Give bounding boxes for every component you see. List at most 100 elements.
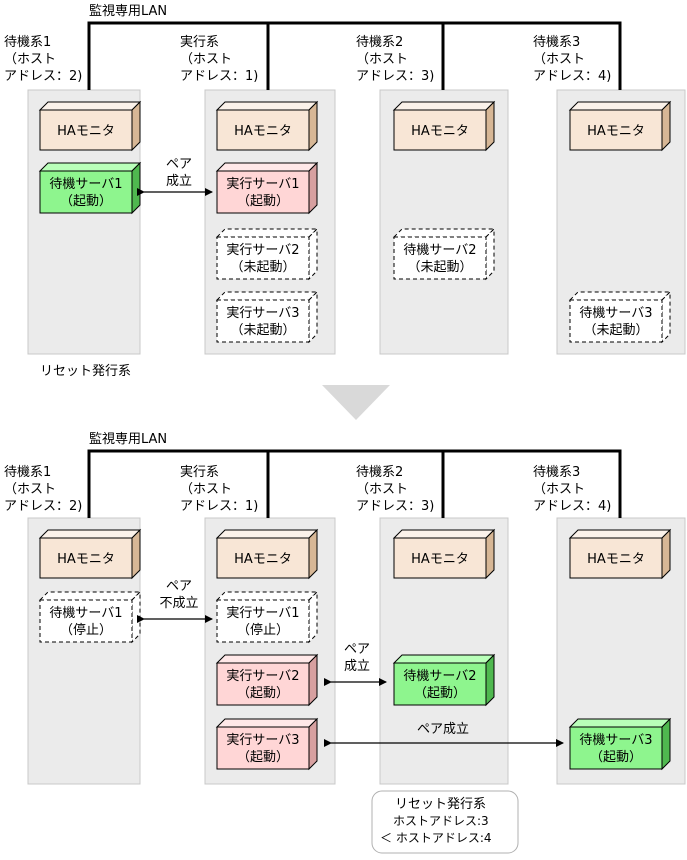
svg-text:実行系: 実行系 [180, 34, 219, 50]
svg-text:ペア: ペア [166, 157, 192, 172]
svg-text:待機系1: 待機系1 [4, 465, 51, 480]
transition-arrow [322, 385, 390, 420]
svg-text:（未起動）: （未起動） [230, 260, 295, 275]
bottom-host-label-standby1: 待機系1 （ホスト アドレス：2) [4, 465, 82, 514]
svg-text:不成立: 不成立 [159, 596, 198, 611]
svg-text:アドレス：2): アドレス：2) [4, 69, 82, 84]
top-ha-monitor-active: HAモニタ [215, 100, 319, 152]
svg-text:HAモニタ: HAモニタ [234, 552, 292, 567]
svg-text:（ホスト: （ホスト [4, 52, 56, 67]
top-ha-monitor-standby1: HAモニタ [38, 100, 142, 152]
top-host-label-standby1: 待機系1 （ホスト アドレス：2) [4, 35, 82, 84]
svg-text:（ホスト: （ホスト [356, 52, 408, 67]
top-standby-server-2: 待機サーバ2 （未起動） [392, 227, 496, 281]
svg-text:（ホスト: （ホスト [533, 482, 585, 497]
svg-text:HAモニタ: HAモニタ [57, 552, 115, 567]
bottom-ha-monitor-standby2: HAモニタ [392, 528, 496, 580]
svg-text:（未起動）: （未起動） [583, 323, 648, 338]
bottom-diagram: 監視専用LAN 待機系1 （ホスト アドレス：2) 実行系 （ホスト アドレス：… [4, 431, 686, 854]
top-host-label-standby2: 待機系2 （ホスト アドレス：3) [356, 35, 434, 84]
svg-text:HAモニタ: HAモニタ [411, 124, 469, 139]
svg-text:ペア: ペア [166, 579, 192, 594]
bottom-active-server-2: 実行サーバ2 （起動） [215, 653, 319, 707]
top-active-server-2: 実行サーバ2 （未起動） [215, 227, 319, 281]
svg-text:HAモニタ: HAモニタ [411, 552, 469, 567]
svg-text:（未起動）: （未起動） [407, 260, 472, 275]
svg-text:（停止）: （停止） [237, 622, 289, 638]
bottom-active-server-1: 実行サーバ1 （停止） [215, 590, 319, 644]
svg-text:待機サーバ2: 待機サーバ2 [403, 669, 476, 684]
bottom-ha-monitor-standby3: HAモニタ [568, 528, 672, 580]
top-ha-monitor-standby3: HAモニタ [568, 100, 672, 152]
svg-text:（起動）: （起動） [590, 750, 642, 765]
svg-text:リセット発行系: リセット発行系 [395, 797, 486, 812]
bottom-pair-fail-arrow: ペア 不成立 [137, 579, 213, 623]
top-standby-server-1: 待機サーバ1 （起動） [38, 161, 142, 215]
svg-text:＜ ホストアドレス:4: ＜ ホストアドレス:4 [380, 831, 492, 845]
svg-text:（未起動）: （未起動） [230, 323, 295, 338]
svg-text:（起動）: （起動） [237, 194, 289, 209]
svg-text:実行サーバ2: 実行サーバ2 [226, 242, 299, 258]
top-pair-arrow: ペア 成立 [137, 157, 213, 196]
top-active-server-1: 実行サーバ1 （起動） [215, 161, 319, 215]
svg-text:待機系1: 待機系1 [4, 35, 51, 50]
svg-text:ペア成立: ペア成立 [417, 722, 469, 737]
top-host-label-active: 実行系 （ホスト アドレス：1) [180, 34, 258, 84]
svg-text:（ホスト: （ホスト [356, 482, 408, 497]
svg-text:実行系: 実行系 [180, 464, 219, 480]
bottom-active-server-3: 実行サーバ3 （起動） [215, 717, 319, 771]
svg-text:待機系3: 待機系3 [533, 465, 580, 480]
svg-text:HAモニタ: HAモニタ [587, 124, 645, 139]
svg-text:ホストアドレス:3: ホストアドレス:3 [393, 814, 489, 828]
svg-text:待機サーバ3: 待機サーバ3 [579, 733, 652, 748]
svg-text:実行サーバ1: 実行サーバ1 [226, 176, 299, 192]
svg-text:待機サーバ3: 待機サーバ3 [579, 306, 652, 321]
svg-text:アドレス：2): アドレス：2) [4, 499, 82, 514]
svg-text:待機系2: 待機系2 [356, 35, 403, 50]
bottom-standby-server-3: 待機サーバ3 （起動） [568, 717, 672, 771]
bottom-pair-long-arrow: ペア成立 [324, 722, 564, 747]
svg-text:実行サーバ3: 実行サーバ3 [226, 732, 299, 748]
svg-text:待機サーバ1: 待機サーバ1 [49, 606, 122, 621]
bottom-lan-lines [87, 449, 622, 518]
svg-text:（起動）: （起動） [237, 686, 289, 701]
svg-text:アドレス：3): アドレス：3) [356, 499, 434, 514]
svg-text:（停止）: （停止） [60, 622, 112, 638]
top-standby-server-3: 待機サーバ3 （未起動） [568, 290, 672, 344]
bottom-ha-monitor-active: HAモニタ [215, 528, 319, 580]
top-reset-label: リセット発行系 [40, 364, 131, 379]
top-active-server-3: 実行サーバ3 （未起動） [215, 290, 319, 344]
svg-text:アドレス：4): アドレス：4) [533, 69, 611, 84]
svg-text:成立: 成立 [344, 659, 370, 674]
svg-text:HAモニタ: HAモニタ [234, 124, 292, 139]
bottom-lan-label: 監視専用LAN [89, 431, 167, 447]
svg-text:HAモニタ: HAモニタ [57, 124, 115, 139]
svg-text:待機サーバ2: 待機サーバ2 [403, 243, 476, 258]
top-lan-label: 監視専用LAN [89, 3, 167, 19]
svg-text:（起動）: （起動） [237, 750, 289, 765]
svg-text:（ホスト: （ホスト [4, 482, 56, 497]
svg-text:アドレス：3): アドレス：3) [356, 69, 434, 84]
svg-text:（起動）: （起動） [60, 194, 112, 209]
svg-text:アドレス：4): アドレス：4) [533, 499, 611, 514]
top-host-label-standby3: 待機系3 （ホスト アドレス：4) [533, 35, 611, 84]
bottom-ha-monitor-standby1: HAモニタ [38, 528, 142, 580]
svg-text:（起動）: （起動） [414, 686, 466, 701]
svg-text:（ホスト: （ホスト [533, 52, 585, 67]
bottom-reset-note: リセット発行系 ホストアドレス:3 ＜ ホストアドレス:4 [371, 790, 519, 854]
bottom-host-label-active: 実行系 （ホスト アドレス：1) [180, 464, 258, 514]
bottom-host-label-standby3: 待機系3 （ホスト アドレス：4) [533, 465, 611, 514]
svg-text:待機系2: 待機系2 [356, 465, 403, 480]
svg-text:HAモニタ: HAモニタ [587, 552, 645, 567]
svg-text:アドレス：1): アドレス：1) [180, 499, 258, 514]
svg-text:ペア: ペア [344, 642, 370, 657]
bottom-host-label-standby2: 待機系2 （ホスト アドレス：3) [356, 465, 434, 514]
bottom-standby-server-1: 待機サーバ1 （停止） [38, 590, 142, 644]
svg-text:実行サーバ2: 実行サーバ2 [226, 668, 299, 684]
bottom-pair-ok-arrow: ペア 成立 [324, 642, 387, 686]
svg-text:（ホスト: （ホスト [180, 52, 232, 67]
svg-text:（ホスト: （ホスト [180, 482, 232, 497]
svg-text:実行サーバ1: 実行サーバ1 [226, 605, 299, 621]
